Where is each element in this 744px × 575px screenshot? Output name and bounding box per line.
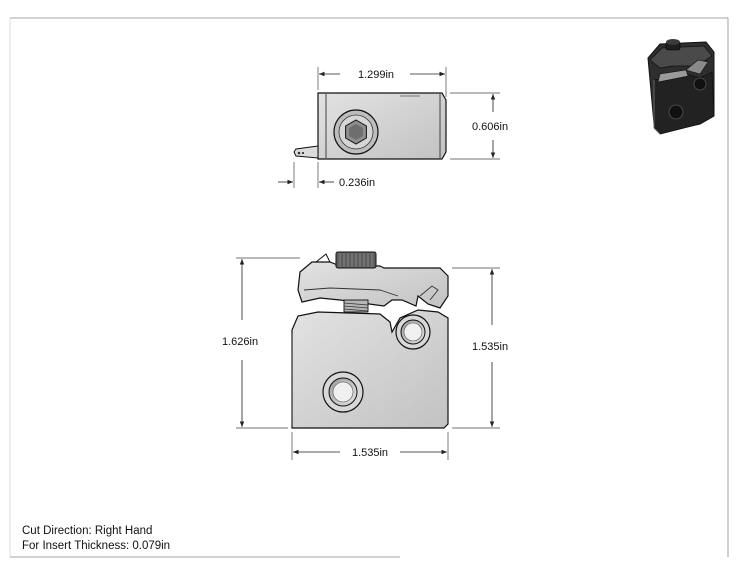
upper-hole-icon — [395, 314, 431, 350]
front-width-dimension: 1.535in — [352, 447, 388, 459]
top-view-insert-tip — [293, 145, 319, 159]
cut-direction-note: Cut Direction: Right Hand — [22, 525, 153, 537]
front-view-clamp — [297, 261, 449, 309]
lower-hole-icon — [322, 371, 364, 413]
top-width-dimension: 1.299in — [358, 69, 394, 81]
insert-thickness-note: For Insert Thickness: 0.079in — [22, 540, 171, 552]
sheet-border — [9, 17, 729, 558]
hex-socket-screw-icon — [333, 109, 379, 155]
top-view: 1.299in 0.606in 0.236in — [278, 67, 508, 189]
top-height-dimension: 0.606in — [472, 121, 508, 133]
front-left-height-dimension: 1.626in — [222, 336, 258, 348]
front-right-height-dimension: 1.535in — [472, 341, 508, 353]
threaded-stud-icon — [343, 299, 369, 313]
isometric-tool-holder-icon — [647, 39, 715, 135]
top-offset-dimension: 0.236in — [339, 177, 375, 189]
knurled-screw-icon — [335, 251, 377, 269]
front-view: 1.626in 1.535in 1.535in — [222, 251, 508, 460]
